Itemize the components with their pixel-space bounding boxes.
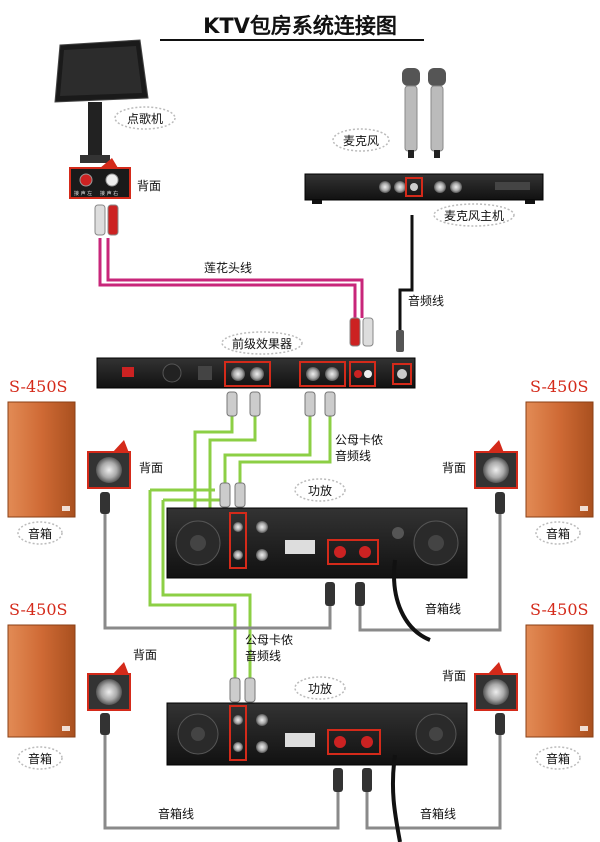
diagram-title: KTV包房系统连接图 <box>203 14 397 38</box>
speaker-br-label-bubble <box>535 746 581 770</box>
speakon-plug-icon <box>333 768 372 792</box>
speaker-bl-back-jack <box>87 662 131 711</box>
xlr-plug-icon <box>226 391 336 417</box>
speaker-top-right <box>525 401 594 518</box>
speaker-tl-back-jack <box>87 440 131 489</box>
speakon-plug-icon <box>100 713 110 735</box>
rca-plug-icon <box>94 204 119 236</box>
lotus-cable-second <box>106 238 364 318</box>
microphone-label: 麦克风 <box>343 134 379 148</box>
svg-text:接 声 左: 接 声 左 <box>74 190 92 197</box>
speakon-plug-icon <box>325 582 365 606</box>
speaker-cable-bottom-left-label: 音箱线 <box>158 806 194 821</box>
jukebox-label-bubble <box>114 106 176 130</box>
speaker-tl-back-label: 背面 <box>139 461 163 475</box>
svg-text:接 声 右: 接 声 右 <box>100 190 118 197</box>
amp1-power-cord <box>392 559 431 642</box>
amp2-power-cord <box>390 754 402 842</box>
speaker-tr-model: S-450S <box>530 377 588 396</box>
speaker-top-left <box>7 401 76 518</box>
rca-plug-icon <box>349 317 374 347</box>
speaker-tl-model: S-450S <box>9 377 67 396</box>
xlr-cable-label-line1: 公母卡侬 <box>335 433 383 447</box>
preamp-mic-in-highlight <box>392 363 412 385</box>
xlr-cable2-label-line2: 音频线 <box>245 648 281 663</box>
amp1-output-highlight <box>327 539 379 565</box>
amp2-input-highlight <box>229 705 247 761</box>
speaker-cable-group <box>103 513 502 830</box>
xlr-plug-icon <box>229 677 256 703</box>
speaker-bottom-right <box>525 624 594 738</box>
speakon-plug-icon <box>495 492 505 514</box>
lotus-cable-label: 莲花头线 <box>204 260 252 275</box>
speaker-cable-top-label: 音箱线 <box>425 601 461 616</box>
preamp-label-bubble <box>221 331 303 355</box>
preamp-label: 前级效果器 <box>232 336 292 351</box>
speaker-tr-back-label: 背面 <box>442 461 466 475</box>
preamp-input-highlight <box>224 361 271 387</box>
speaker-br-back-label: 背面 <box>442 669 466 683</box>
audio-cable-label: 音频线 <box>408 293 444 308</box>
speakon-plug-icon <box>100 492 110 514</box>
amplifier-2 <box>166 702 468 766</box>
amp1-label-bubble <box>294 478 346 502</box>
mic-host <box>304 173 544 204</box>
speaker-bl-label: 音箱 <box>28 751 52 766</box>
speaker-tr-back-jack <box>474 440 518 489</box>
amp2-label: 功放 <box>308 681 332 696</box>
amp2-output-highlight <box>327 729 381 755</box>
speaker-tl-label: 音箱 <box>28 526 52 541</box>
speaker-bl-back-label: 背面 <box>133 648 157 662</box>
microphone-icon <box>402 68 446 158</box>
jukebox-back-panel: 接 声 左 接 声 右 <box>69 158 131 199</box>
speaker-br-back-jack <box>474 662 518 711</box>
microphone-label-bubble <box>332 128 390 152</box>
audio-plug-icon <box>396 330 404 352</box>
xlr-cable2-label-line1: 公母卡侬 <box>245 633 293 647</box>
mic-host-label: 麦克风主机 <box>444 209 504 223</box>
speaker-tr-label: 音箱 <box>546 526 570 541</box>
mic-host-label-bubble <box>433 203 515 227</box>
rca-jack-icon <box>79 173 93 187</box>
amp2-label-bubble <box>294 676 346 700</box>
preamp-output-highlight <box>299 361 346 387</box>
preamp-rca-highlight <box>349 361 376 387</box>
xlr-cable-label-line2: 音频线 <box>335 448 371 463</box>
speaker-tl-label-bubble <box>17 521 63 545</box>
speaker-bl-label-bubble <box>17 746 63 770</box>
speaker-br-model: S-450S <box>530 600 588 619</box>
mic-host-output-highlight <box>405 177 423 197</box>
rca-jack-icon <box>105 173 119 187</box>
xlr-plug-icon <box>219 482 246 508</box>
speakon-jack-icon <box>96 679 122 705</box>
speaker-cable-bottom-right-label: 音箱线 <box>420 806 456 821</box>
jukebox-stand <box>88 102 102 157</box>
speaker-bl-model: S-450S <box>9 600 67 619</box>
speaker-br-label: 音箱 <box>546 751 570 766</box>
amp1-input-highlight <box>229 512 247 569</box>
amplifier-1 <box>166 507 468 579</box>
amp1-label: 功放 <box>308 483 332 498</box>
preamp <box>96 357 416 389</box>
speakon-plug-icon <box>495 713 505 735</box>
speakon-jack-icon <box>483 457 509 483</box>
speaker-bottom-left <box>7 624 76 738</box>
jukebox <box>54 39 149 163</box>
speaker-tr-label-bubble <box>535 521 581 545</box>
speakon-jack-icon <box>96 457 122 483</box>
jukebox-back-label: 背面 <box>137 179 161 193</box>
jukebox-label: 点歌机 <box>127 111 163 126</box>
audio-cable <box>398 215 414 348</box>
lotus-cable <box>98 238 357 318</box>
speakon-jack-icon <box>483 679 509 705</box>
